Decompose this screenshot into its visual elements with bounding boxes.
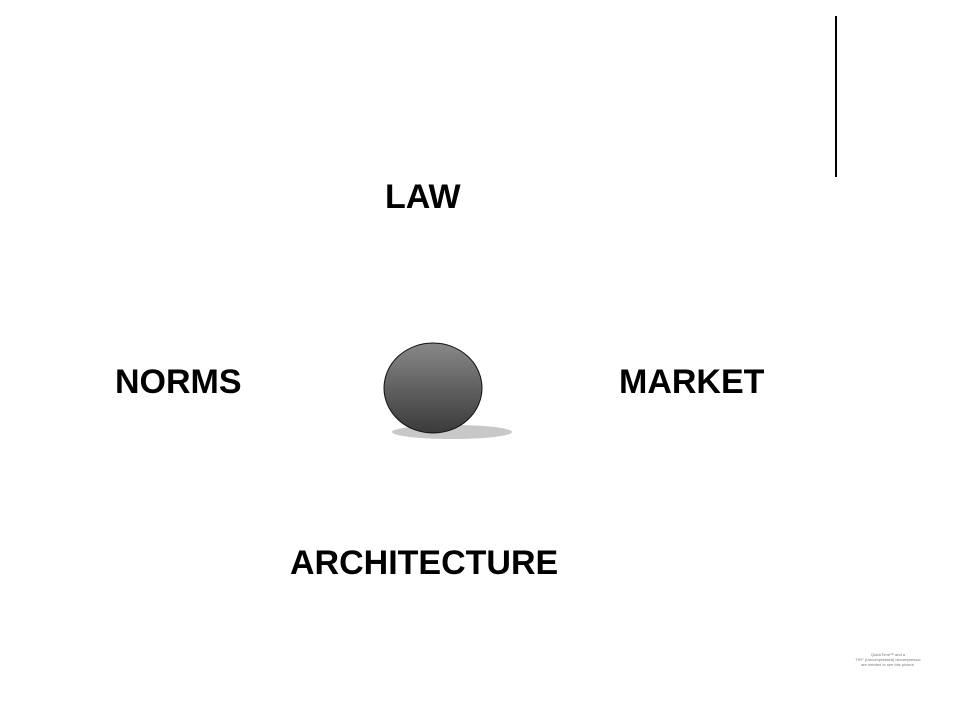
quicktime-placeholder-notice: QuickTime™ and a TIFF (Uncompressed) dec… [846,652,930,667]
notice-line-2: TIFF (Uncompressed) decompressor [855,657,921,662]
label-architecture: ARCHITECTURE [290,544,559,582]
label-market: MARKET [619,363,765,401]
center-dot [383,342,483,434]
vertical-divider-line [835,16,837,177]
notice-line-1: QuickTime™ and a [870,652,906,657]
label-norms: NORMS [115,363,242,401]
notice-line-3: are needed to see this picture. [861,662,915,667]
label-law: LAW [385,178,461,216]
